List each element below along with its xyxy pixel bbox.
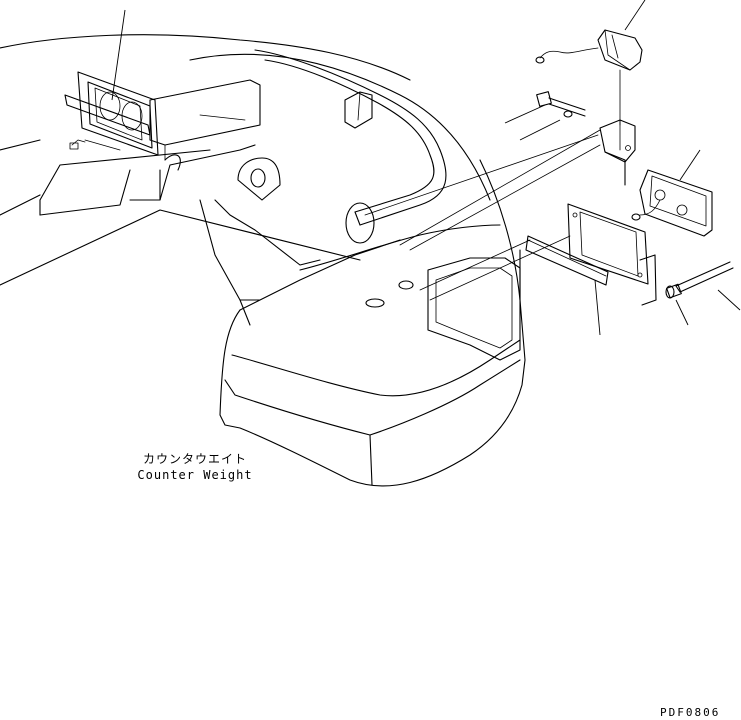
assembly-lines [364, 129, 601, 301]
rear-lamp [631, 169, 713, 237]
work-lamp [535, 29, 643, 126]
leader-lines [111, 0, 741, 336]
engine-hood [149, 79, 373, 201]
machine-body [0, 34, 526, 487]
counterweight-label-english: Counter Weight [137, 468, 253, 482]
bolt-lower [665, 261, 734, 299]
bolt-upper [536, 91, 586, 118]
gasket-strip [525, 235, 609, 286]
drawing-code: PDF0806 [660, 706, 721, 719]
lamp-bracket [599, 119, 636, 186]
left-lamp-assembly [64, 71, 159, 156]
counterweight-label-japanese: カウンタウエイト [142, 452, 247, 466]
handrail [254, 49, 447, 244]
mounting-plate [567, 203, 657, 306]
